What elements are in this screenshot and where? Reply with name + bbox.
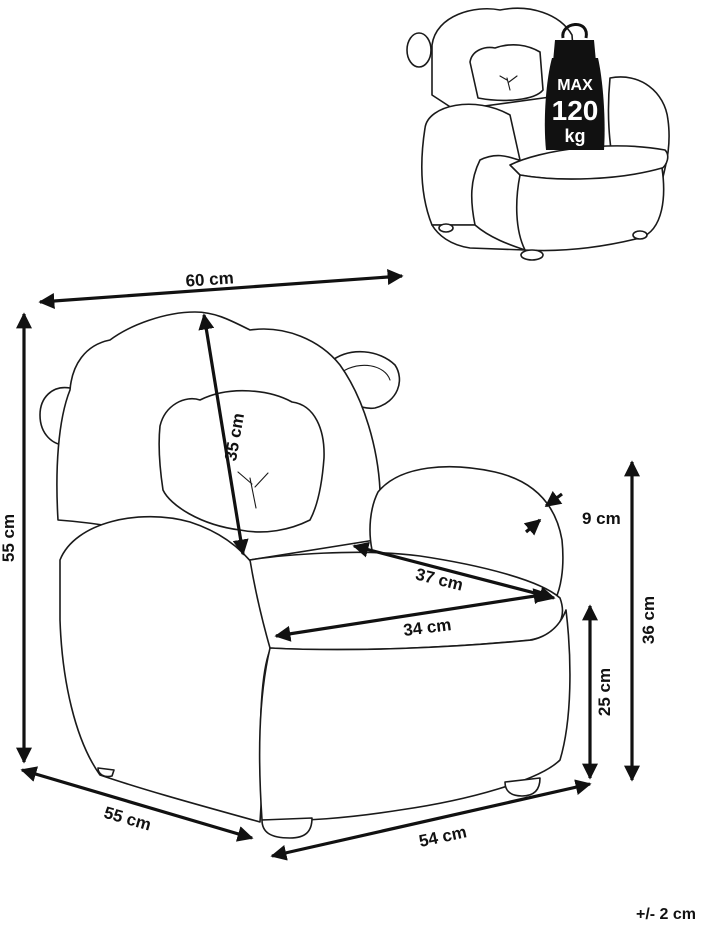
max-value: 120	[552, 95, 599, 126]
front-left-foot	[261, 817, 313, 839]
preview-face	[469, 43, 544, 102]
dim-arrow-armrest-top	[544, 490, 563, 508]
dim-line-width-total	[38, 269, 404, 309]
label-width-total: 60 cm	[185, 268, 234, 290]
dim-line-depth-total	[20, 766, 254, 842]
face	[158, 389, 325, 533]
dim-arrow-armrest-bottom	[523, 518, 542, 536]
label-height-total: 55 cm	[0, 514, 18, 562]
dim-line-backrest-height	[198, 313, 249, 556]
preview-left-arm	[421, 103, 521, 226]
label-seat-height: 25 cm	[595, 668, 614, 716]
front-right-foot	[504, 777, 541, 797]
preview-chair	[406, 7, 670, 261]
label-armrest-width: 9 cm	[582, 509, 621, 528]
tolerance-note: +/- 2 cm	[635, 906, 696, 923]
main-chair	[39, 311, 571, 839]
weight-icon: MAX 120 kg	[544, 23, 605, 150]
label-armrest-height: 36 cm	[639, 596, 658, 644]
preview-left-ear	[406, 32, 432, 68]
preview-foot	[520, 249, 544, 261]
dim-line-seat-width	[274, 588, 550, 642]
max-unit: kg	[564, 126, 585, 146]
dim-line-width-base	[270, 779, 592, 861]
dimension-lines	[16, 269, 640, 861]
max-label: MAX	[557, 77, 593, 94]
label-width-base: 54 cm	[417, 822, 468, 851]
left-arm	[59, 515, 277, 823]
